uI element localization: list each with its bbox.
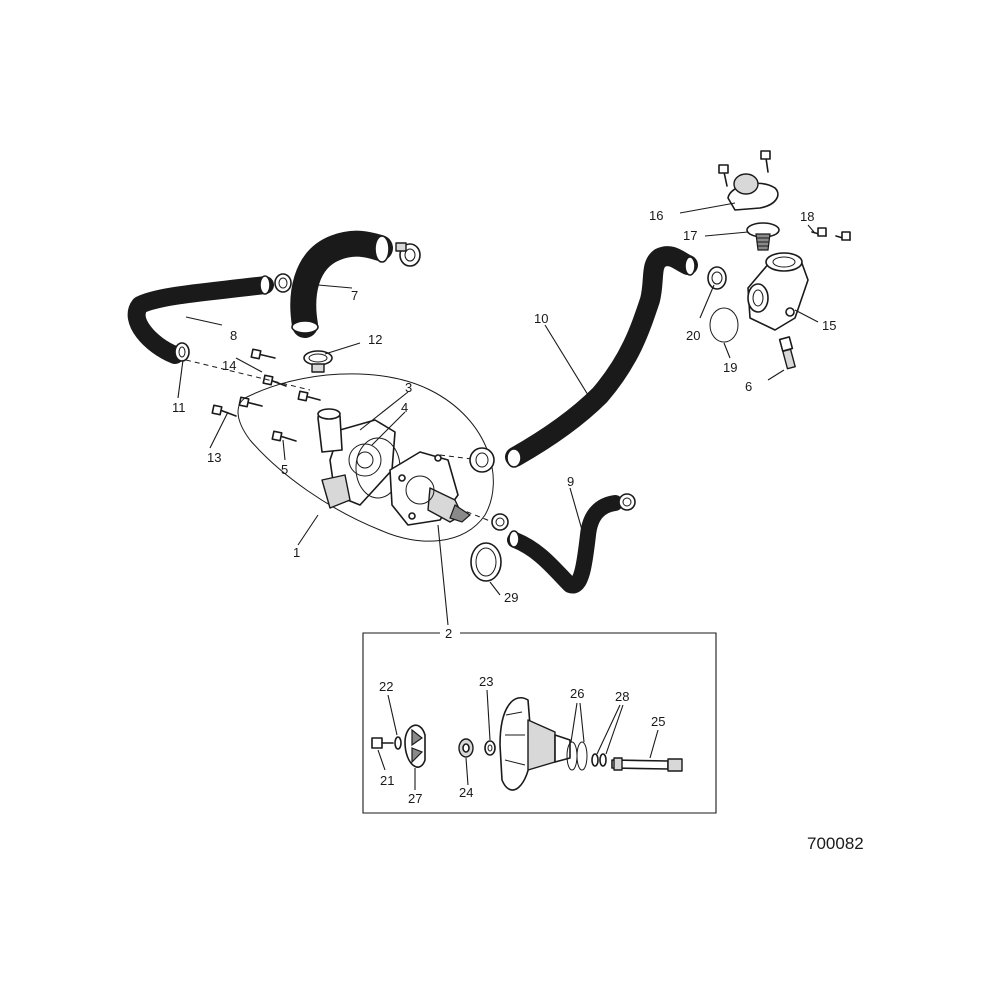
callout-16: 16	[649, 208, 663, 223]
bolt-13[interactable]	[211, 404, 237, 417]
leader-lines	[177, 202, 819, 626]
callout-9: 9	[567, 474, 574, 489]
bolt-14[interactable]	[250, 348, 276, 360]
detail-box-2	[362, 632, 717, 814]
o-rings-26[interactable]	[566, 741, 588, 771]
callout-14: 14	[222, 358, 236, 373]
seal-24[interactable]	[458, 738, 474, 758]
callout-18: 18	[800, 209, 814, 224]
o-ring-19[interactable]	[709, 307, 739, 343]
washers-28[interactable]	[591, 753, 607, 767]
thermostat-housing-15[interactable]	[747, 252, 809, 331]
callout-11: 11	[172, 400, 186, 415]
bolt-14b[interactable]	[262, 374, 287, 387]
pump-body-detail[interactable]	[499, 697, 571, 791]
callout-24: 24	[459, 785, 473, 800]
callout-4: 4	[401, 400, 408, 415]
callout-12: 12	[368, 332, 382, 347]
callout-10: 10	[534, 311, 548, 326]
washer-22[interactable]	[394, 736, 402, 750]
callout-25: 25	[651, 714, 665, 729]
impeller-27[interactable]	[404, 724, 426, 768]
hose-clamp-8-end[interactable]	[274, 273, 292, 293]
thermostat-17[interactable]	[746, 222, 780, 251]
callout-23: 23	[479, 674, 493, 689]
thermostat-cover-16[interactable]	[727, 173, 779, 211]
callout-3: 3	[405, 380, 412, 395]
hose-9[interactable]	[507, 495, 623, 594]
hose-clamp-11[interactable]	[174, 342, 190, 362]
bolt-5[interactable]	[271, 430, 297, 442]
callout-27: 27	[408, 791, 422, 806]
hose-7[interactable]	[290, 230, 393, 338]
hose-8[interactable]	[127, 275, 274, 364]
callout-2: 2	[445, 626, 452, 641]
washer-23[interactable]	[484, 740, 496, 756]
bolt-18b[interactable]	[835, 231, 851, 241]
callout-21: 21	[380, 773, 394, 788]
callout-5: 5	[281, 462, 288, 477]
hose-clamp-pump[interactable]	[469, 447, 495, 473]
callout-1: 1	[293, 545, 300, 560]
callout-7: 7	[351, 288, 358, 303]
hose-10[interactable]	[505, 246, 698, 468]
gasket-29[interactable]	[470, 542, 502, 582]
callout-20: 20	[686, 328, 700, 343]
callout-15: 15	[822, 318, 836, 333]
callout-26: 26	[570, 686, 584, 701]
bolt-21[interactable]	[371, 737, 394, 749]
callout-28: 28	[615, 689, 629, 704]
callout-17: 17	[683, 228, 697, 243]
assembly-outline-1	[237, 373, 494, 542]
hose-clamp-20[interactable]	[707, 266, 727, 290]
bolt-13b[interactable]	[238, 396, 263, 408]
hose-clamp-7[interactable]	[395, 242, 421, 267]
callout-6: 6	[745, 379, 752, 394]
callout-22: 22	[379, 679, 393, 694]
bolt-5b[interactable]	[297, 390, 321, 402]
bolt-18a[interactable]	[811, 227, 827, 237]
hose-clamp-9-start[interactable]	[491, 513, 509, 531]
callout-19: 19	[723, 360, 737, 375]
callout-29: 29	[504, 590, 518, 605]
temperature-sensor-6[interactable]	[778, 336, 796, 370]
bolt-16a[interactable]	[718, 164, 729, 187]
bolt-16b[interactable]	[760, 150, 771, 173]
drawing-number: 700082	[807, 834, 864, 853]
detail-leader-lines	[377, 689, 659, 790]
hose-clamp-12[interactable]	[303, 350, 333, 373]
pump-housing-3[interactable]	[317, 408, 396, 509]
callout-8: 8	[230, 328, 237, 343]
shaft-25[interactable]	[611, 757, 683, 772]
callout-13: 13	[207, 450, 221, 465]
pump-cover-2[interactable]	[389, 451, 471, 526]
hose-clamp-9-end[interactable]	[618, 493, 636, 511]
